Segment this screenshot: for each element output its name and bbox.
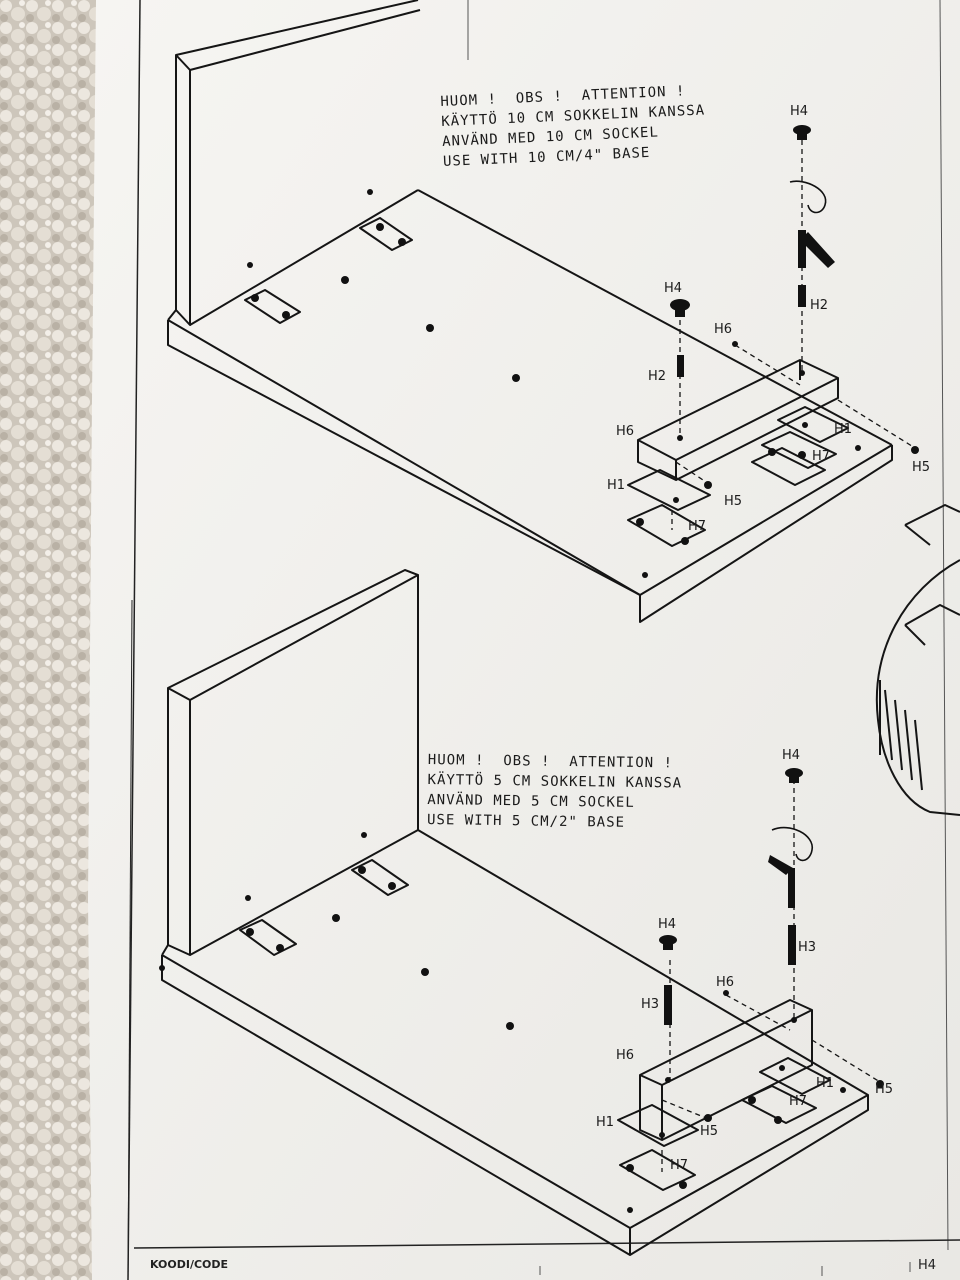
allen-key-icon-top: [800, 232, 835, 268]
top-attention-note: HUOM ! OBS ! ATTENTION ! KÄYTTÖ 10 CM SO…: [440, 80, 707, 171]
dowel-dot-h5-bottom-right: [876, 1080, 884, 1088]
part-label-h2: H2: [648, 369, 667, 384]
part-label-h3: H3: [641, 997, 660, 1012]
note-line-en: USE WITH 5 CM/2" BASE: [426, 811, 626, 831]
part-label-h6: H6: [716, 975, 735, 990]
part-label-h5: H5: [700, 1124, 719, 1139]
part-label-h6: H6: [714, 322, 733, 337]
screw-icon-h4-bottom-right: [785, 768, 803, 783]
dowel-dot-h5-right: [911, 446, 919, 454]
part-label-h7: H7: [688, 519, 707, 534]
part-label-h7: H7: [812, 449, 831, 464]
dowel-dot-h5-mid: [704, 481, 712, 489]
part-label-h1: H1: [607, 478, 626, 493]
part-label-h4: H4: [658, 917, 677, 932]
screw-icon-h4-top-left: [670, 299, 690, 317]
allen-key-icon-bottom: [768, 855, 793, 875]
screw-icon-h4-bottom-left: [659, 935, 677, 950]
part-label-h5: H5: [724, 494, 743, 509]
code-label: KOODI/CODE: [150, 1258, 229, 1271]
top-cabinet-drawing: [167, 0, 893, 623]
allen-key-shaft-bottom: [788, 868, 795, 908]
part-label-h3: H3: [798, 940, 817, 955]
bolt-icon-h2-top-left: [677, 355, 684, 377]
rotate-arrow-icon-top: [789, 180, 827, 214]
dowel-dot-h6-top: [732, 341, 738, 347]
part-label-h1: H1: [816, 1076, 835, 1091]
part-label-h5: H5: [912, 460, 931, 475]
footer-part-label: H4: [918, 1258, 937, 1273]
bottom-attention-note: HUOM ! OBS ! ATTENTION ! KÄYTTÖ 5 CM SOK…: [427, 750, 683, 834]
part-label-h1: H1: [834, 422, 853, 437]
part-label-h4: H4: [782, 748, 801, 763]
part-label-h2: H2: [810, 298, 829, 313]
bolt-icon-h2-top-right: [798, 285, 806, 307]
dowel-dot-h5-bottom-mid: [704, 1114, 712, 1122]
part-label-h5: H5: [875, 1082, 894, 1097]
part-label-h4: H4: [664, 281, 683, 296]
dowel-dot-h6-bottom: [723, 990, 729, 996]
part-label-h7: H7: [789, 1094, 808, 1109]
adjacent-figure-fragment: [875, 504, 960, 816]
bolt-icon-h3-bottom-left: [664, 985, 672, 1025]
part-label-h1: H1: [596, 1115, 615, 1130]
allen-key-shaft-top: [798, 230, 806, 268]
screw-icon-h4-top-right: [793, 125, 811, 140]
part-label-h6: H6: [616, 424, 635, 439]
rotate-arrow-icon-bottom: [771, 826, 813, 862]
part-label-h6: H6: [616, 1048, 635, 1063]
part-label-h4: H4: [790, 104, 809, 119]
part-label-h7: H7: [670, 1158, 689, 1173]
bolt-icon-h3-bottom-right: [788, 925, 796, 965]
bottom-cabinet-drawing: [161, 569, 869, 1256]
